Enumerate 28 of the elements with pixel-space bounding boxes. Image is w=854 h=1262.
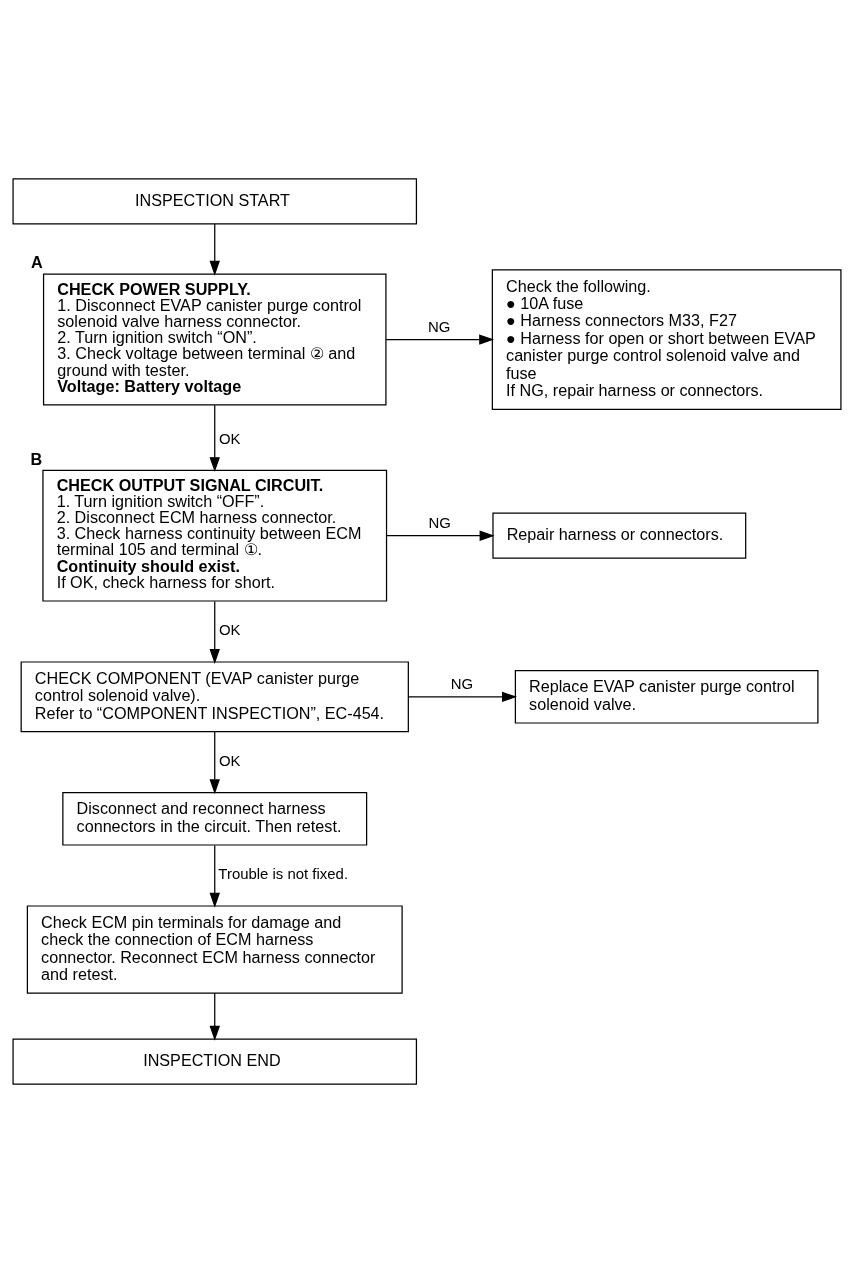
node-box: Replace EVAP canister purge control solenoid valve. xyxy=(514,669,819,724)
node-box: CHECK COMPONENT (EVAP canister purge control solenoid valve). Refer to “COMPONENT INSPECTION”, EC-454. xyxy=(20,660,409,732)
arrow xyxy=(209,992,220,1041)
edge-label: Trouble is not fixed. xyxy=(218,864,349,882)
arrow xyxy=(209,404,220,472)
node-box: CHECK OUTPUT SIGNAL CIRCUIT. 1. Turn ignition switch “OFF”. 2. Disconnect ECM harness connector. 3. Check harness continuity between ECM terminal 105 and terminal ①. Continuity should exist. If OK, check harness for short. xyxy=(42,469,388,602)
node-box: INSPECTION START xyxy=(12,177,418,224)
arrow xyxy=(386,529,495,541)
edge-label: NG xyxy=(428,513,451,531)
node-label: B xyxy=(30,449,43,468)
arrow xyxy=(209,222,220,276)
edge-label: OK xyxy=(218,429,241,447)
node-box: Disconnect and reconnect harness connectors in the circuit. Then retest. xyxy=(62,791,368,846)
arrow xyxy=(385,333,495,345)
node-box: INSPECTION END xyxy=(12,1038,418,1085)
edge-label: NG xyxy=(450,674,474,692)
edge-label: OK xyxy=(218,620,241,638)
arrow xyxy=(209,600,220,664)
arrow xyxy=(209,730,220,794)
arrow xyxy=(209,844,220,908)
node-label: A xyxy=(31,252,43,271)
edge-label: OK xyxy=(218,751,241,769)
node-box: Check ECM pin terminals for damage and check the connection of ECM harness connector. Reconnect ECM harness connector and retest. xyxy=(26,904,403,994)
arrow xyxy=(407,691,517,702)
node-box: CHECK POWER SUPPLY. 1. Disconnect EVAP canister purge control solenoid valve harness connector. 2. Turn ignition switch “ON”. 3. Check voltage between terminal ② and ground with tester. Voltage: Battery voltage xyxy=(42,273,387,406)
node-box: Check the following. ● 10A fuse ● Harness connectors M33, F27 ● Harness for open or short between EVAP canister purge control solenoid valve and fuse If NG, repair harness or connectors. xyxy=(491,268,842,410)
node-box: Repair harness or connectors. xyxy=(492,512,747,559)
edge-label: NG xyxy=(427,317,451,335)
